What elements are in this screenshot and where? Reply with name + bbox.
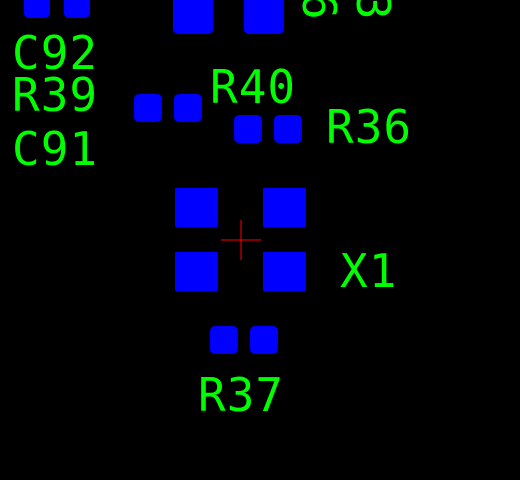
- label-x1: X1: [340, 244, 398, 298]
- pad-x1-2[interactable]: [263, 188, 306, 227]
- label-c92: C92: [12, 26, 99, 80]
- pad-r40-2[interactable]: [174, 94, 202, 122]
- label-rotated-a: 6: [292, 0, 346, 20]
- crosshair-icon: [221, 220, 261, 260]
- pad-r40-1[interactable]: [134, 94, 162, 122]
- pad-top-1[interactable]: [173, 0, 213, 34]
- pad-top-2[interactable]: [244, 0, 284, 34]
- pad-r37-2[interactable]: [250, 326, 278, 354]
- label-r39: R39: [12, 68, 99, 122]
- pad-x1-1[interactable]: [175, 188, 218, 227]
- label-rotated-b: 3: [346, 0, 400, 20]
- label-r40: R40: [210, 60, 297, 114]
- pad-c92-1[interactable]: [24, 0, 50, 18]
- pad-r36-1[interactable]: [234, 115, 262, 143]
- pad-c92-2[interactable]: [64, 0, 90, 18]
- pad-x1-3[interactable]: [175, 252, 218, 291]
- label-r37: R37: [198, 368, 285, 422]
- pad-r36-2[interactable]: [274, 115, 302, 143]
- label-r36: R36: [326, 100, 413, 154]
- label-c91: C91: [12, 122, 99, 176]
- pad-r37-1[interactable]: [210, 326, 238, 354]
- pad-x1-4[interactable]: [263, 252, 306, 291]
